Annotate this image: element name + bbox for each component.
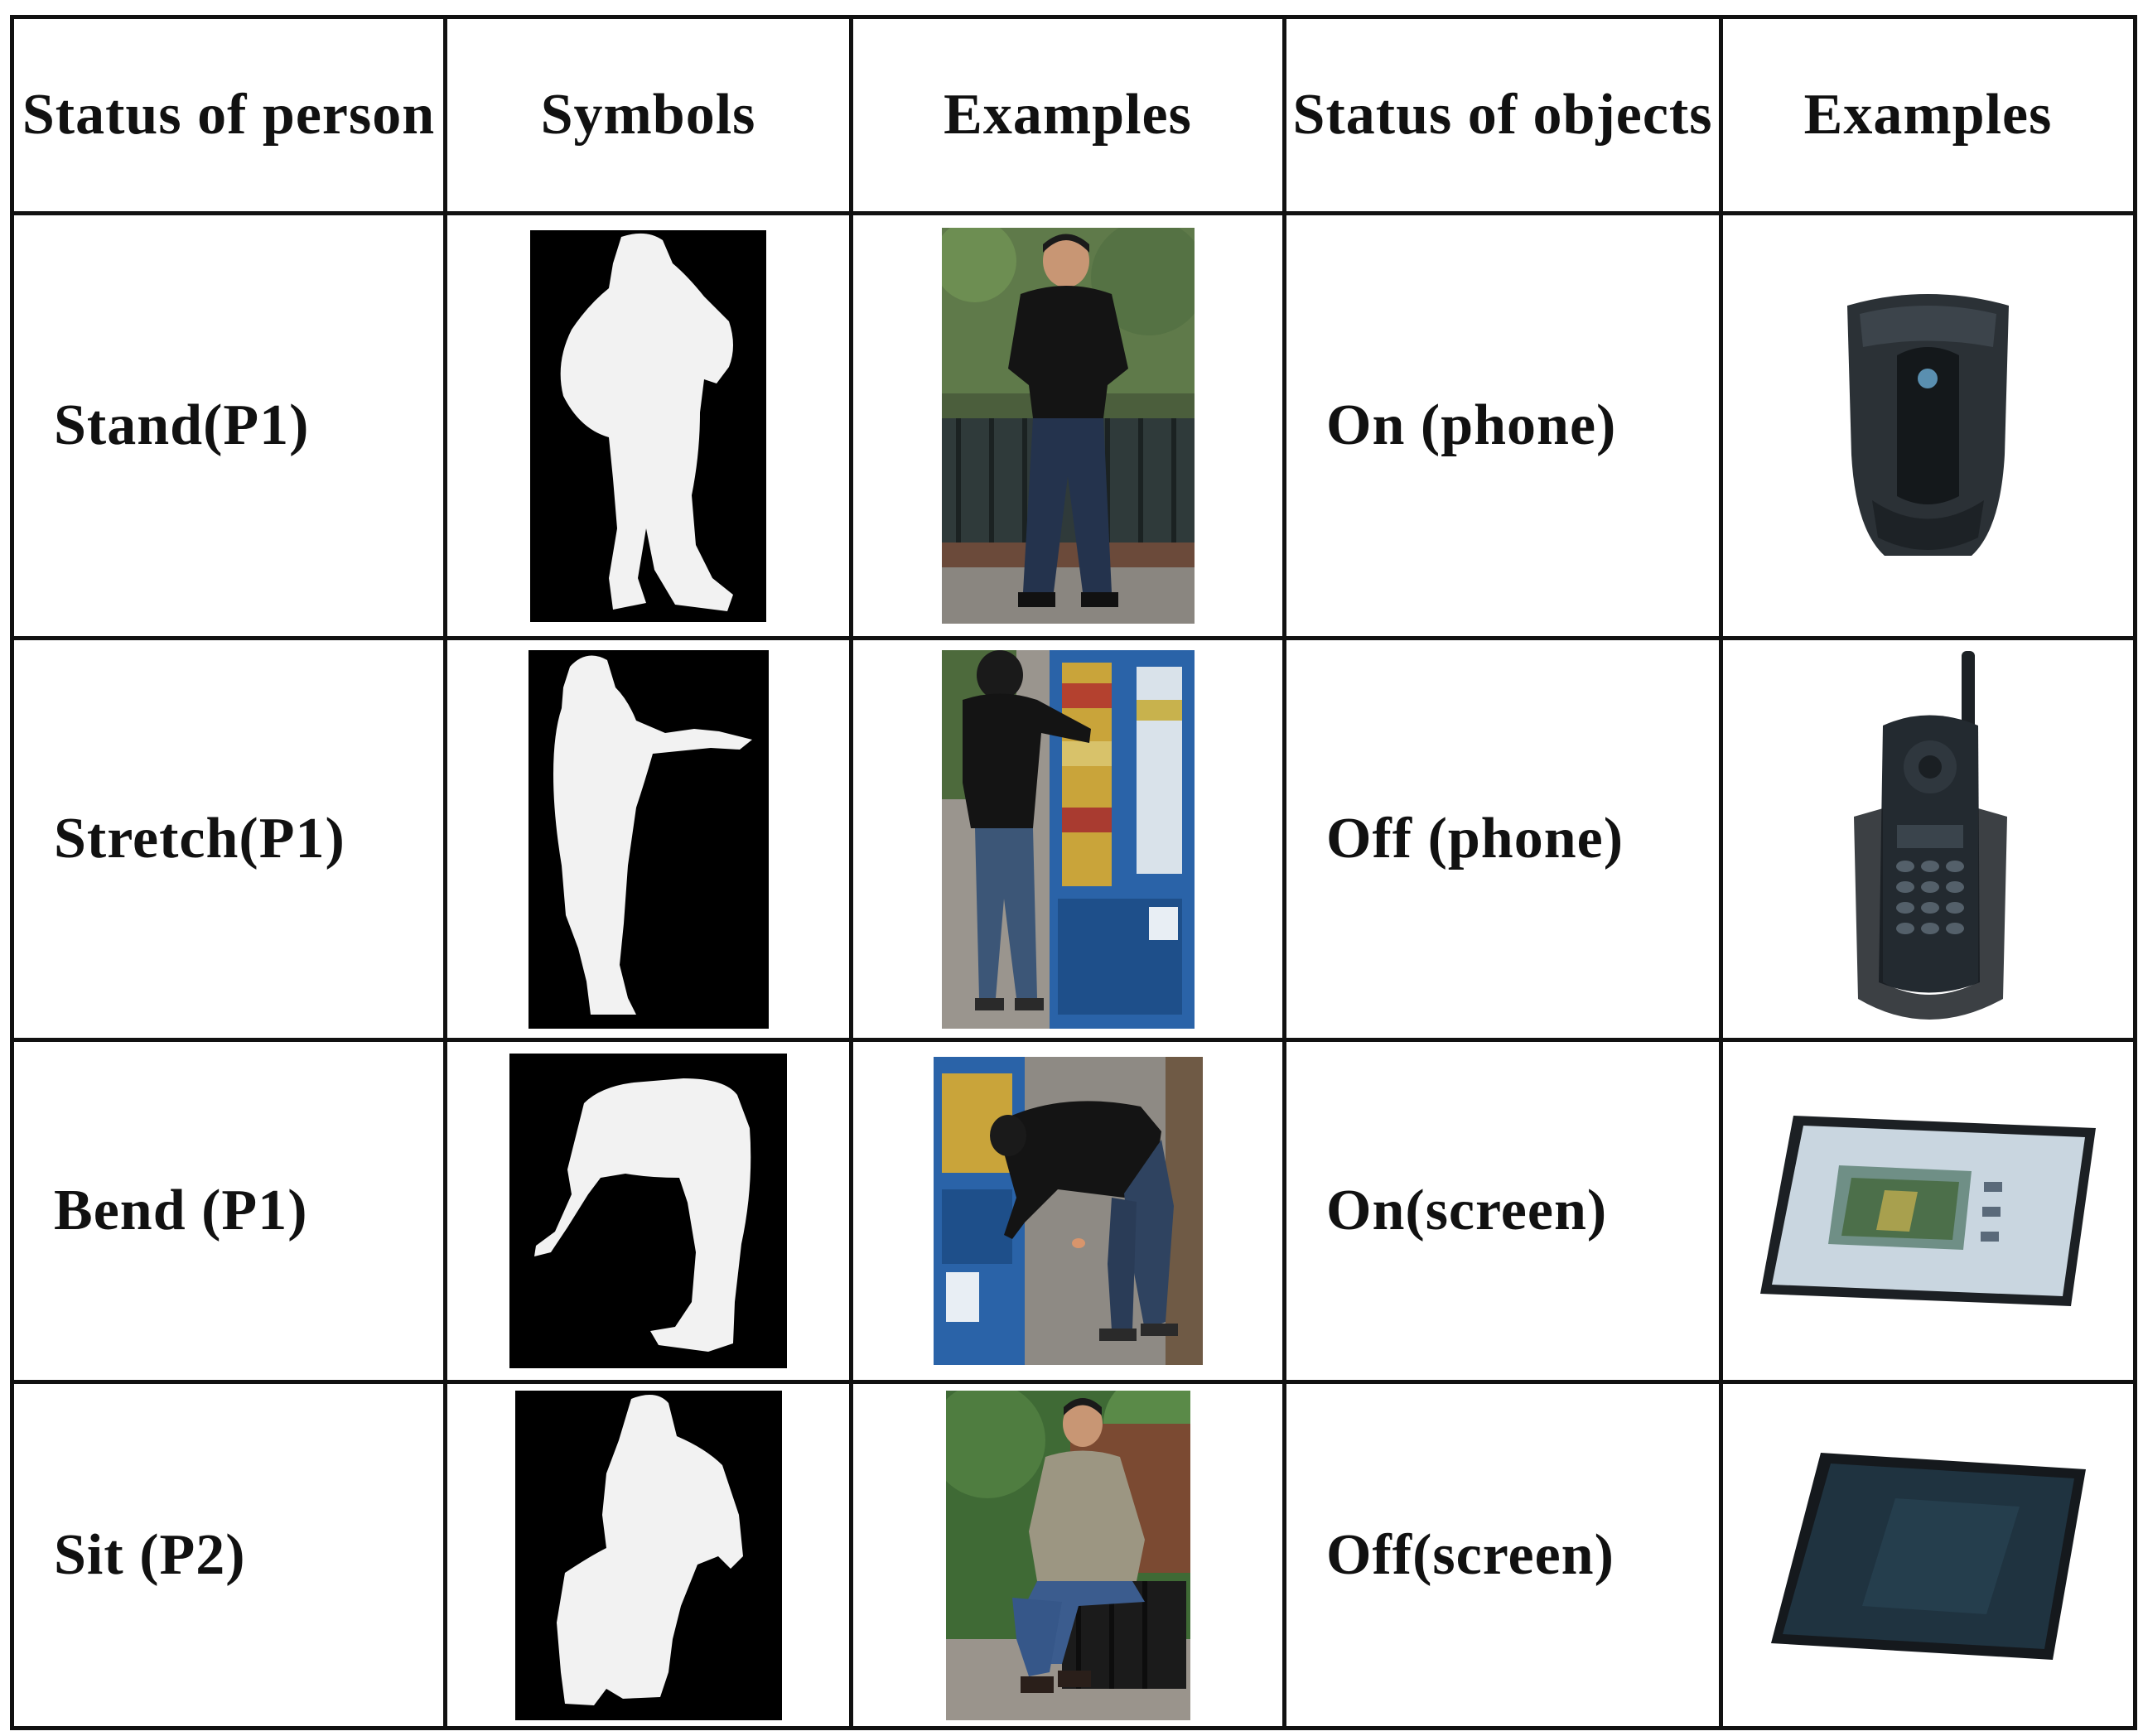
symbol-cell	[443, 1380, 853, 1730]
person-example-cell	[849, 1038, 1286, 1384]
person-status-cell: Bend (P1)	[10, 1038, 447, 1384]
object-status-cell: Off(screen)	[1282, 1380, 1723, 1730]
status-table: Status of person Symbols Examples Status…	[10, 15, 2137, 1730]
object-example-cell	[1719, 1038, 2137, 1384]
screen-off-photo	[1770, 1449, 2086, 1662]
object-status-cell: On(screen)	[1282, 1038, 1723, 1384]
person-status-cell: Sit (P2)	[10, 1380, 447, 1730]
symbol-cell	[443, 1038, 853, 1384]
object-example-cell	[1719, 636, 2137, 1042]
screen-on-photo	[1760, 1107, 2096, 1314]
table-row: Stretch(P1)	[10, 636, 2137, 1042]
object-example-cell	[1719, 211, 2137, 640]
sitting-person-photo	[945, 1390, 1190, 1720]
standing-person-photo	[941, 228, 1195, 624]
symbol-cell	[443, 211, 853, 640]
object-status-cell: Off (phone)	[1282, 636, 1723, 1042]
person-example-cell	[849, 636, 1286, 1042]
sitting-silhouette-icon	[514, 1390, 782, 1720]
table-row: Sit (P2)	[10, 1380, 2137, 1730]
header-object-examples: Examples	[1719, 15, 2137, 215]
table-row: Stand(P1)	[10, 211, 2137, 640]
symbol-cell	[443, 636, 853, 1042]
person-example-cell	[849, 1380, 1286, 1730]
standing-silhouette-icon	[530, 229, 766, 622]
bending-silhouette-icon	[509, 1054, 787, 1368]
table-row: Bend (P1)	[10, 1038, 2137, 1384]
header-status-of-objects: Status of objects	[1282, 15, 1723, 215]
object-status-cell: On (phone)	[1282, 211, 1723, 640]
person-status-cell: Stand(P1)	[10, 211, 447, 640]
person-status-cell: Stretch(P1)	[10, 636, 447, 1042]
header-status-of-person: Status of person	[10, 15, 447, 215]
phone-on-cradle-photo	[1839, 289, 2017, 562]
table-header-row: Status of person Symbols Examples Status…	[10, 15, 2137, 215]
phone-in-cradle-photo	[1846, 650, 2011, 1028]
person-example-cell	[849, 211, 1286, 640]
header-symbols: Symbols	[443, 15, 853, 215]
bending-person-photo	[933, 1057, 1203, 1365]
stretching-silhouette-icon	[528, 649, 769, 1029]
header-person-examples: Examples	[849, 15, 1286, 215]
stretching-person-photo	[941, 649, 1195, 1029]
object-example-cell	[1719, 1380, 2137, 1730]
